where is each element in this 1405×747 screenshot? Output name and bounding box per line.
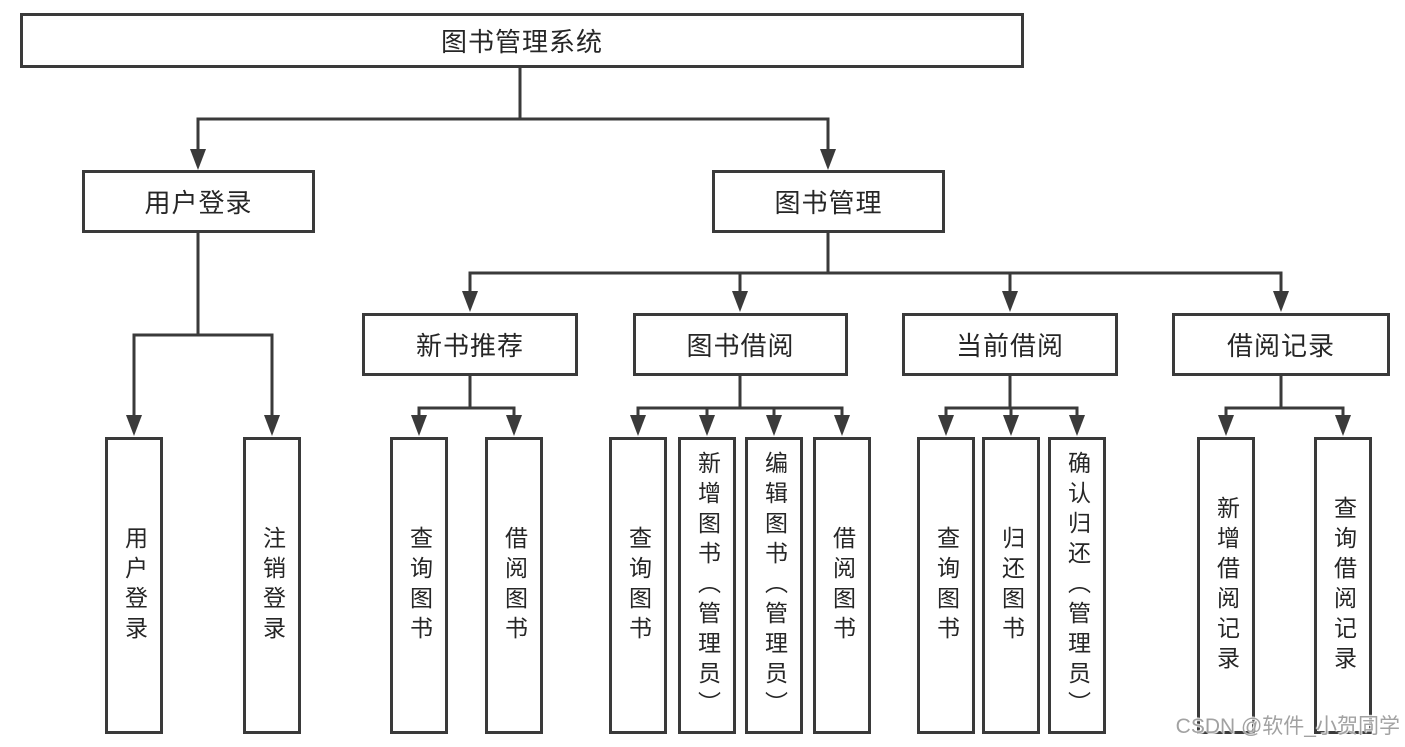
leaf-query-books-borrowing: 查询图书 [609, 437, 667, 734]
leaf-label: 查询图书 [406, 525, 433, 646]
node-label: 借阅记录 [1226, 331, 1335, 361]
node-borrowing-records: 借阅记录 [1172, 313, 1390, 376]
node-user-login: 用户登录 [82, 170, 315, 233]
node-label: 新书推荐 [415, 331, 524, 361]
leaf-user-login: 用户登录 [105, 437, 163, 734]
leaf-add-books-admin: 新增图书（管理员） [678, 437, 736, 734]
node-label: 用户登录 [144, 188, 253, 218]
leaf-label: 借阅图书 [829, 525, 856, 646]
leaf-borrow-books-borrowing: 借阅图书 [813, 437, 871, 734]
csdn-watermark: CSDN @软件_小贺同学 [1175, 715, 1400, 738]
node-current-borrowing: 当前借阅 [902, 313, 1118, 376]
leaf-label: 新增图书（管理员） [694, 450, 721, 721]
node-new-book-recommend: 新书推荐 [362, 313, 578, 376]
node-label: 图书管理系统 [440, 27, 603, 57]
leaf-borrow-books-recommend: 借阅图书 [485, 437, 543, 734]
node-book-management: 图书管理 [712, 170, 945, 233]
leaf-label: 新增借阅记录 [1213, 495, 1240, 676]
node-book-borrowing: 图书借阅 [633, 313, 848, 376]
node-label: 图书管理 [774, 188, 883, 218]
leaf-return-books: 归还图书 [982, 437, 1040, 734]
leaf-label: 查询借阅记录 [1330, 495, 1357, 676]
leaf-query-books-current: 查询图书 [917, 437, 975, 734]
leaf-query-borrow-record: 查询借阅记录 [1314, 437, 1372, 734]
leaf-confirm-return-admin: 确认归还（管理员） [1048, 437, 1106, 734]
leaf-edit-books-admin: 编辑图书（管理员） [745, 437, 803, 734]
leaf-label: 用户登录 [121, 525, 148, 646]
node-label: 当前借阅 [955, 331, 1064, 361]
leaf-label: 归还图书 [998, 525, 1025, 646]
leaf-label: 注销登录 [259, 525, 286, 646]
node-label: 图书借阅 [686, 331, 795, 361]
leaf-label: 查询图书 [625, 525, 652, 646]
leaf-label: 借阅图书 [501, 525, 528, 646]
leaf-label: 查询图书 [933, 525, 960, 646]
leaf-query-books-recommend: 查询图书 [390, 437, 448, 734]
leaf-label: 编辑图书（管理员） [761, 450, 788, 721]
leaf-logout: 注销登录 [243, 437, 301, 734]
leaf-label: 确认归还（管理员） [1064, 450, 1091, 721]
leaf-add-borrow-record: 新增借阅记录 [1197, 437, 1255, 734]
node-library-management-system: 图书管理系统 [20, 13, 1024, 68]
